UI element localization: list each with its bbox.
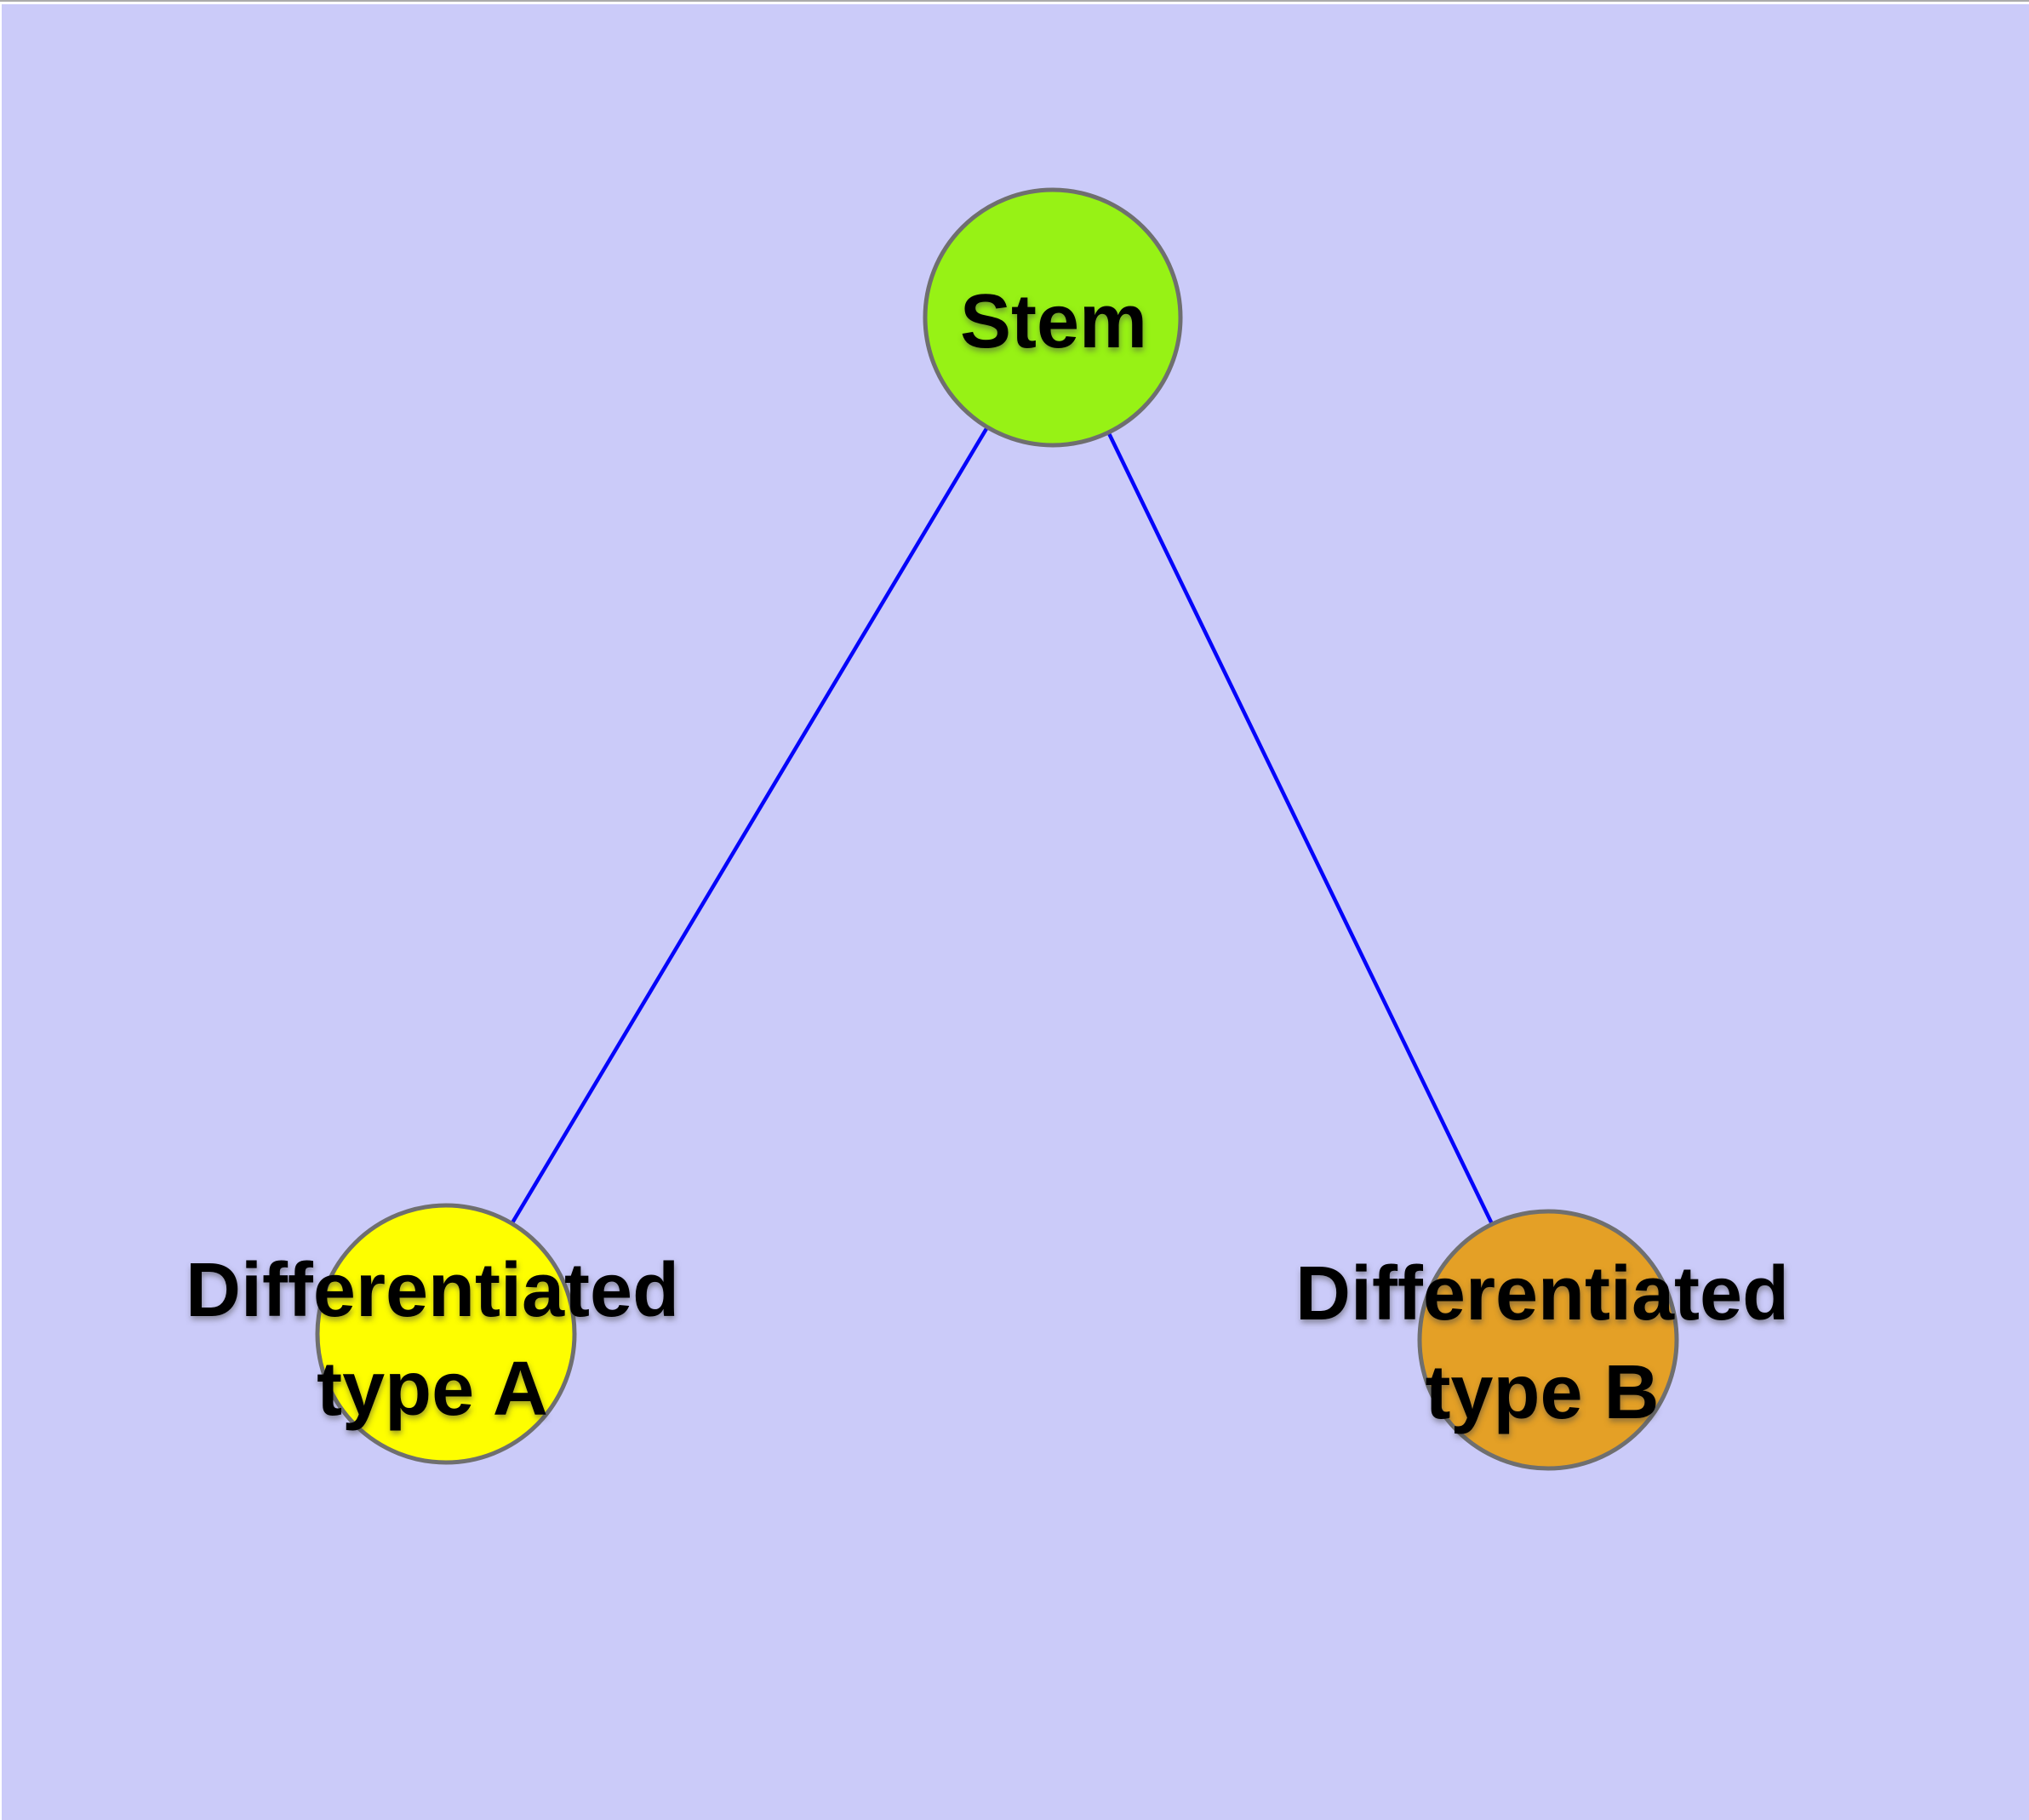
node-differentiated-type-b-circle: [1417, 1209, 1679, 1471]
node-differentiated-type-a-circle: [315, 1203, 577, 1465]
label-line: Stem: [959, 279, 1148, 364]
edge-stem-to-differentiated-type-a: [444, 316, 1055, 1336]
node-label-differentiated-type-a: Differentiated type A: [186, 1241, 679, 1439]
label-line: type A: [317, 1347, 548, 1432]
node-label-stem: Stem: [960, 272, 1147, 371]
edge-stem-to-differentiated-type-b: [1050, 317, 1551, 1341]
label-line: type B: [1425, 1350, 1660, 1435]
node-stem-circle: [923, 187, 1183, 448]
label-line: Differentiated: [1295, 1251, 1790, 1336]
window-top-edge: [0, 0, 2029, 2]
label-line: Differentiated: [185, 1248, 680, 1333]
node-label-differentiated-type-b: Differentiated type B: [1295, 1245, 1789, 1442]
